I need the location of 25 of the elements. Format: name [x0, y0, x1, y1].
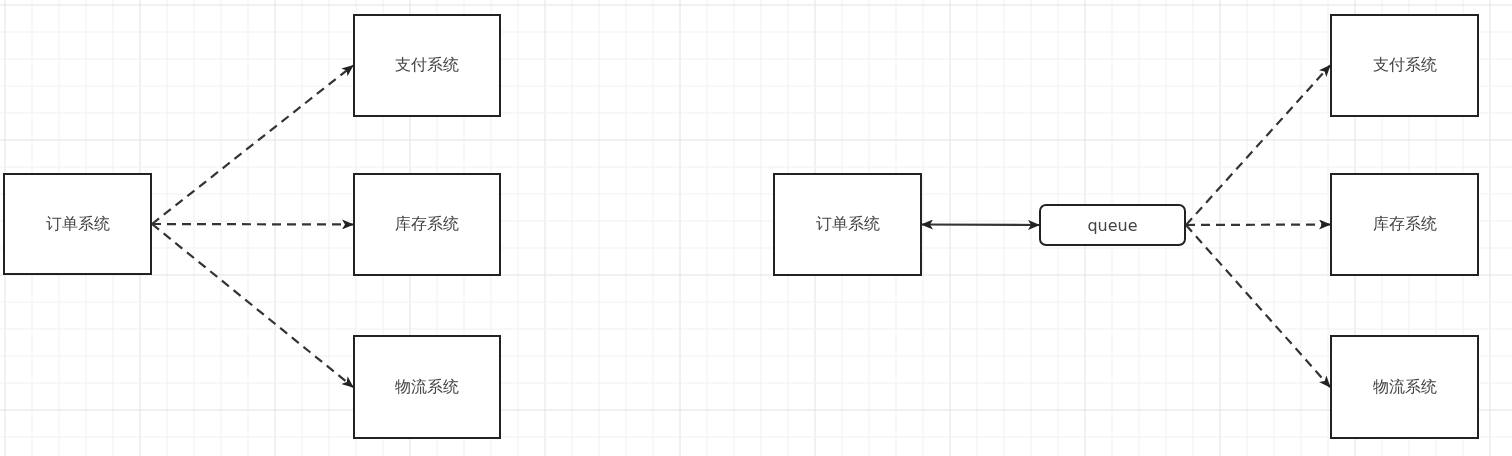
- box-label: 物流系统: [1372, 376, 1437, 398]
- arrow: [1185, 224, 1331, 388]
- box-label: 库存系统: [1372, 214, 1437, 235]
- box-label: 物流系统: [395, 376, 459, 398]
- system-box: [353, 173, 501, 276]
- system-box: [773, 173, 922, 276]
- arrow: [151, 64, 354, 225]
- box-label: queue: [1087, 215, 1138, 235]
- arrow: [151, 223, 354, 388]
- queue-box: [1039, 204, 1186, 246]
- system-box: [353, 14, 501, 117]
- box-label: 支付系统: [395, 55, 459, 76]
- system-box: [353, 335, 501, 439]
- box-label: 支付系统: [1372, 55, 1437, 76]
- arrow: [152, 219, 354, 230]
- system-box: [3, 173, 152, 275]
- arrow: [921, 219, 1040, 230]
- box-label: 订单系统: [815, 214, 880, 235]
- system-box: [1330, 335, 1479, 439]
- system-box: [1330, 14, 1479, 117]
- box-label: 库存系统: [395, 214, 459, 235]
- arrow: [1185, 64, 1331, 226]
- system-box: [1330, 173, 1479, 276]
- box-label: 订单系统: [45, 213, 110, 235]
- arrow: [1186, 219, 1331, 230]
